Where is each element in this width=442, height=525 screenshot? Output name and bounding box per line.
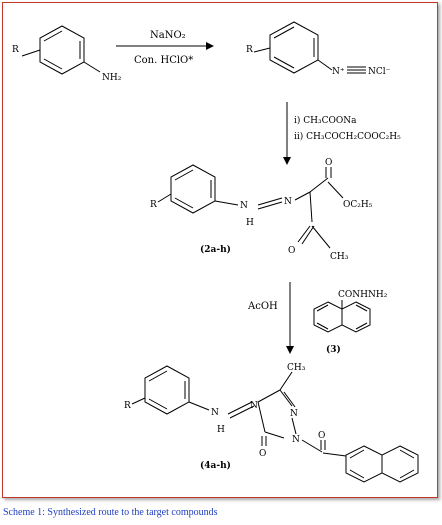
hydrazone-ester-label: OC₂H₅ — [343, 200, 373, 210]
product-ring-o-label: O — [259, 449, 266, 459]
product-ch3-label: CH₃ — [287, 363, 306, 373]
hydrazide-group-label: CONHNH₂ — [338, 290, 388, 300]
scheme-caption: Scheme 1: Synthesized route to the targe… — [3, 507, 218, 518]
hydrazone-n-label: N — [240, 201, 248, 211]
hydrazone-structure — [157, 164, 344, 249]
hydrazone-keto-o-label: O — [288, 246, 295, 256]
hydrazone-compound-label: (2a-h) — [200, 244, 231, 255]
step2-line1: i) CH₃COONa — [294, 115, 357, 126]
hydrazide-naphthalene-left-ring — [313, 301, 343, 333]
aniline-structure — [21, 25, 101, 75]
hydrazone-n2-label: N — [284, 197, 292, 207]
step1-reagent-top: NaNO₂ — [150, 30, 186, 41]
diazonium-benzene-ring — [269, 21, 319, 74]
hydrazone-r-label: R — [150, 200, 157, 210]
hydrazide-naphthalene-right-ring — [341, 301, 371, 333]
product-n2-label: N — [250, 401, 258, 411]
hydrazone-ch3-label: CH₃ — [330, 252, 349, 262]
step3-acoh-label: AcOH — [247, 301, 278, 312]
product-n-label: N — [211, 408, 219, 418]
product-ring-n1-label: N — [290, 409, 298, 419]
aniline-r-label: R — [12, 45, 19, 55]
product-ring-n2-label: N — [292, 435, 300, 445]
hydrazide-number-label: (3) — [326, 344, 341, 355]
step2-line2: ii) CH₃COCH₂COOC₂H₅ — [294, 131, 401, 142]
diazonium-structure — [253, 21, 366, 74]
hydrazone-ester-o-label: O — [325, 158, 332, 168]
scheme-frame — [2, 2, 438, 498]
product-h-label: H — [217, 425, 225, 435]
product-structure — [131, 365, 419, 483]
diazonium-r-label: R — [246, 45, 253, 55]
product-benzene-ring — [144, 365, 190, 415]
diazonium-n-label: N⁺ — [332, 67, 345, 77]
step1-reagent-bottom: Con. HClO* — [134, 55, 193, 66]
product-r-label: R — [124, 401, 131, 411]
product-naphthalene-left-ring — [345, 445, 383, 483]
hydrazone-benzene-ring — [170, 164, 216, 214]
product-compound-label: (4a-h) — [200, 460, 231, 471]
aniline-benzene-ring — [39, 25, 85, 75]
product-naphthalene-right-ring — [381, 445, 419, 483]
aniline-nh2-label: NH₂ — [102, 73, 122, 83]
product-carbonyl-o-label: O — [318, 431, 325, 441]
diazonium-cl-label: NCl⁻ — [368, 67, 391, 77]
hydrazone-h-label: H — [246, 218, 254, 228]
hydrazide-structure — [313, 300, 371, 333]
